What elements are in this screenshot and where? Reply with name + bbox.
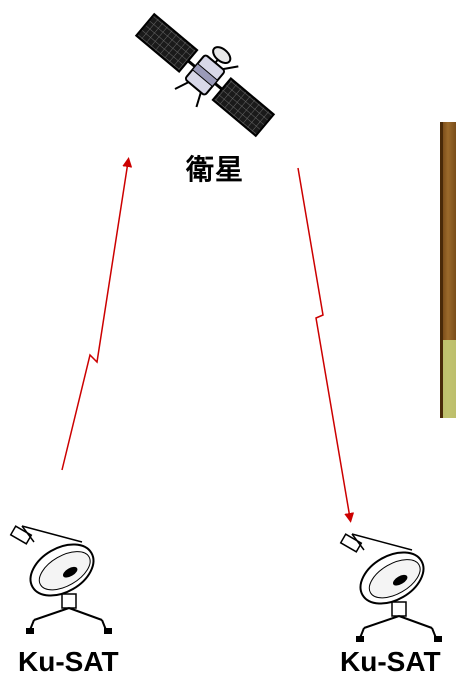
satellite-icon — [134, 12, 276, 138]
right-satellite-dish-icon — [339, 533, 442, 642]
downlink-arrow — [297, 167, 355, 523]
uplink-arrow — [61, 157, 133, 471]
satellite-label: 衛星 — [186, 154, 245, 185]
left-satellite-dish-icon — [9, 525, 112, 634]
background-photo-edge — [440, 122, 456, 418]
left-station-label: Ku-SAT — [18, 646, 119, 677]
right-station-label: Ku-SAT — [340, 646, 441, 677]
